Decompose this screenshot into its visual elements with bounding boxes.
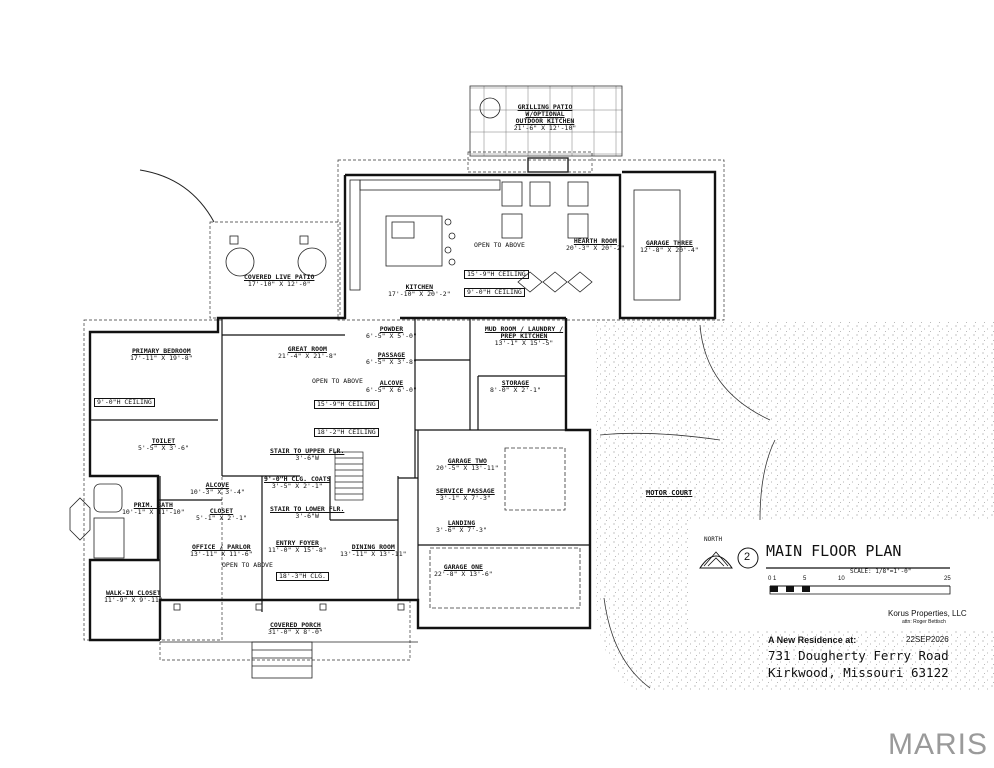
ceiling-15-label: 15'-9"h CEILING [464, 270, 529, 279]
grilling-patio-label: GRILLING PATIO w/OPTIONAL OUTDOOR KITCHE… [513, 103, 577, 132]
office-label: OFFICE / PARLOR 13'-11" x 11'-6" [190, 543, 253, 558]
coats-label: 9'-0"h CLG. COATS 3'-5" x 2'-1" [264, 475, 331, 490]
porch-railing [160, 603, 418, 679]
motor-court-paving [596, 322, 994, 690]
plan-date: 22SEP2026 [906, 635, 949, 644]
address-line-2: Kirkwood, Missouri 63122 [768, 665, 949, 680]
plan-title: MAIN FLOOR PLAN [766, 542, 902, 560]
patio-furniture [225, 97, 501, 277]
dining-room-label: DINING ROOM 13'-11" x 13'-11" [340, 543, 407, 558]
stair-upper-label: STAIR TO UPPER FLR. 3'-6"w [270, 447, 345, 462]
walk-in-closet-label: WALK-IN CLOSET 11'-9" x 9'-11" [104, 589, 163, 604]
garage-one-label: GARAGE ONE 22'-8" x 13'-6" [434, 563, 493, 578]
bath-fixtures [69, 483, 125, 559]
great-ceiling-label: 15'-9"h CEILING [314, 400, 379, 409]
prim-bath-label: PRIM. BATH 10'-1" x 11'-10" [122, 501, 185, 516]
company-name: Korus Properties, LLC [888, 609, 967, 618]
interior-walls [90, 318, 590, 612]
stair-lower-label: STAIR TO LOWER FLR. 3'-6"w [270, 505, 345, 520]
company-attn: attn: Roger Bettisch [902, 619, 946, 625]
passage-label: PASSAGE 6'-5" x 3'-8" [366, 351, 417, 366]
entry-foyer-label: ENTRY FOYER 11'-0" x 15'-8" [268, 539, 327, 554]
stairs [334, 451, 364, 501]
storage-label: STORAGE 8'-0" x 2'-1" [490, 379, 541, 394]
primary-bedroom-label: PRIMARY BEDROOM 17'-11" x 19'-8" [130, 347, 193, 362]
alcove-mid-label: ALCOVE 6'-5" x 6'-0" [366, 379, 417, 394]
garage-three-label: GARAGE THREE 12'-8" x 20'-4" [640, 239, 699, 254]
hearth-room-label: HEARTH ROOM 20'-3" x 20'-2" [566, 237, 625, 252]
motor-court-label: MOTOR COURT [646, 489, 693, 497]
sheet-number: 2 [744, 551, 751, 563]
toilet-label: TOILET 5'-5" x 3'-6" [138, 437, 189, 452]
maris-watermark: MARIS [887, 728, 988, 761]
kitchen-open-above-label: OPEN TO ABOVE [474, 241, 525, 249]
closet-label: CLOSET 5'-1" x 2'-1" [196, 507, 247, 522]
ceiling-9-label: 9'-0"h CEILING [464, 288, 525, 297]
north-label: NORTH [704, 536, 723, 543]
grilling-patio-pavers [469, 85, 623, 157]
address-line-1: 731 Dougherty Ferry Road [768, 648, 949, 663]
alcove-left-label: ALCOVE 10'-3" x 3'-4" [190, 481, 245, 496]
service-passage-label: SERVICE PASSAGE 3'-1" x 7'-3" [436, 487, 495, 502]
office-open-above-label: OPEN TO ABOVE [222, 561, 273, 569]
landing-label: LANDING 3'-6" x 7'-3" [436, 519, 487, 534]
kitchen-fixtures [349, 157, 681, 301]
scale-bar [766, 567, 951, 595]
great-room-label: GREAT ROOM 21'-4" x 21'-8" [278, 345, 337, 360]
scale-tick-0: 0 1 [768, 576, 777, 582]
kitchen-label: KITCHEN 17'-10" x 20'-2" [388, 283, 451, 298]
garage-bays [429, 447, 581, 609]
north-arrow-icon [699, 551, 733, 569]
entry-ceiling-label: 18'-3"h CLG. [276, 572, 329, 581]
covered-porch-label: COVERED PORCH 31'-0" x 8'-0" [268, 621, 323, 636]
patio-arc [139, 169, 215, 223]
scale-tick-5: 5 [803, 576, 807, 582]
garage-two-label: GARAGE TWO 20'-5" x 13'-11" [436, 457, 499, 472]
scale-tick-25: 25 [944, 576, 951, 582]
exterior-walls [88, 170, 717, 642]
ceiling-18-label: 18'-2"h CEILING [314, 428, 379, 437]
residence-heading: A New Residence at: [768, 635, 857, 645]
sheet-number-circle [737, 547, 759, 569]
scale-tick-10: 10 [838, 576, 845, 582]
great-open-above-label: OPEN TO ABOVE [312, 377, 363, 385]
plan-scale: SCALE: 1/8"=1'-0" [850, 568, 912, 575]
bedroom-ceiling-label: 9'-0"h CEILING [94, 398, 155, 407]
mud-room-label: MUD ROOM / LAUNDRY / PREP KITCHEN 13'-1"… [484, 325, 564, 347]
powder-label: POWDER 6'-5" x 5'-0" [366, 325, 417, 340]
covered-patio-label: COVERED LIVE PATIO 17'-10" x 12'-0" [244, 273, 315, 288]
